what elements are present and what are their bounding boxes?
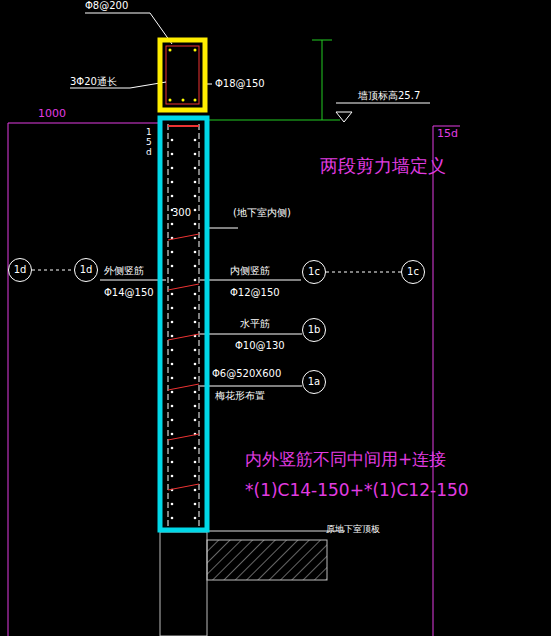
annotation-label: 原地下室顶板 — [326, 525, 380, 535]
annotation-label: 15d — [146, 128, 155, 158]
callout-number: 1b — [308, 325, 321, 335]
callout-number: 1d — [80, 265, 93, 275]
annotation-label: Φ10@130 — [235, 340, 285, 351]
callout-circle: 1d — [74, 258, 98, 282]
callout-number: 1c — [308, 267, 320, 277]
callout-number: 1c — [407, 267, 419, 277]
annotation-label: 内侧竖筋 — [230, 265, 270, 276]
annotation-label: 1000 — [38, 108, 66, 120]
annotation-label: Φ12@150 — [230, 287, 280, 298]
annotation-label: 3Φ20通长 — [70, 76, 117, 87]
callout-circle: 1b — [302, 318, 326, 342]
annotation-label: 两段剪力墙定义 — [320, 156, 446, 176]
annotation-label: 梅花形布置 — [215, 390, 265, 401]
annotation-label: 外侧竖筋 — [104, 265, 144, 276]
callout-number: 1d — [14, 265, 27, 275]
annotation-label: Φ18@150 — [215, 78, 265, 89]
annotation-label: 水平筋 — [240, 318, 270, 329]
annotation-label: 墙顶标高25.7 — [358, 90, 420, 101]
annotation-label: Φ6@520X600 — [212, 368, 281, 379]
annotation-label: 内外竖筋不同中间用+连接 — [245, 450, 446, 469]
annotation-label: *(1)C14-150+*(1)C12-150 — [245, 481, 469, 500]
callout-number: 1a — [308, 377, 321, 387]
callout-circle: 1c — [401, 260, 425, 284]
annotation-label: (地下室内侧) — [233, 207, 291, 218]
annotation-label: Φ14@150 — [104, 287, 154, 298]
annotation-label: Φ8@200 — [85, 0, 128, 11]
annotation-label: 15d — [437, 128, 458, 140]
annotation-label: 300 — [172, 207, 191, 218]
callout-circle: 1c — [302, 260, 326, 284]
callout-circle: 1a — [302, 370, 326, 394]
callout-circle: 1d — [8, 258, 32, 282]
